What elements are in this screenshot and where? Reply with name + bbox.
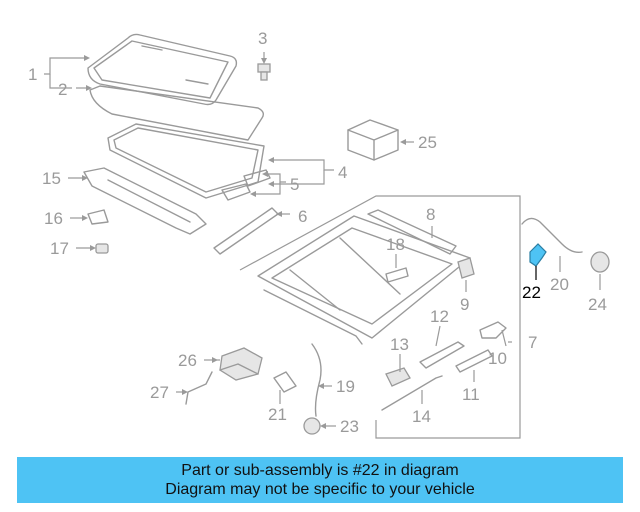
bracket-5a (243, 169, 271, 187)
label-15: 15 (42, 169, 61, 188)
banner-line-2: Diagram may not be specific to your vehi… (165, 481, 475, 498)
label-9: 9 (460, 295, 469, 314)
label-6: 6 (298, 207, 307, 226)
label-17: 17 (50, 239, 69, 258)
sunroof-motor (347, 119, 399, 161)
bolt (257, 63, 271, 81)
bracket-5b (221, 183, 251, 201)
label-18: 18 (386, 235, 405, 254)
grommet-23 (303, 417, 321, 435)
label-27: 27 (150, 383, 169, 402)
part-18 (385, 267, 409, 283)
label-13: 13 (390, 335, 409, 354)
bracket-9 (457, 257, 475, 279)
hose-19 (311, 343, 322, 417)
banner-line-1: Part or sub-assembly is #22 in diagram (181, 462, 459, 479)
label-22: 22 (522, 283, 541, 302)
label-5: 5 (290, 175, 299, 194)
cable-12 (419, 341, 465, 369)
cable-14 (381, 375, 443, 411)
parts-diagram: 1 2 3 4 5 6 7 8 9 10 11 12 13 14 15 16 1… (28, 29, 610, 439)
arrowheads (82, 55, 406, 429)
part-13 (385, 367, 411, 387)
glass-seal (89, 85, 265, 141)
plug (95, 243, 109, 254)
clip-22 (529, 243, 547, 267)
label-2: 2 (58, 80, 67, 99)
label-8: 8 (426, 205, 435, 224)
side-rail (213, 207, 279, 255)
label-1: 1 (28, 65, 37, 84)
label-14: 14 (412, 407, 431, 426)
label-11: 11 (462, 385, 480, 404)
hose-27 (185, 371, 213, 405)
label-16: 16 (44, 209, 63, 228)
drain-hose-20 (521, 217, 583, 254)
sunroof-glass (87, 33, 238, 106)
label-23: 23 (340, 417, 359, 436)
label-7: 7 (528, 333, 537, 352)
housing-outline (239, 195, 521, 439)
sunroof-housing (257, 215, 471, 345)
actuator-10 (479, 321, 507, 339)
clamp-21 (273, 371, 297, 393)
info-banner: Part or sub-assembly is #22 in diagram D… (17, 457, 623, 503)
trim-clip (87, 209, 109, 225)
label-26: 26 (178, 351, 197, 370)
label-21: 21 (268, 405, 287, 424)
module-26 (219, 347, 263, 381)
label-10: 10 (488, 349, 507, 368)
label-3: 3 (258, 29, 267, 48)
label-25: 25 (418, 133, 437, 152)
leader-lines (44, 52, 601, 427)
guide-rail (367, 209, 457, 255)
wind-deflector (83, 167, 207, 235)
grommet-24 (590, 251, 610, 273)
label-4: 4 (338, 163, 347, 182)
glass-frame (107, 123, 265, 199)
label-19: 19 (336, 377, 355, 396)
label-24: 24 (588, 295, 607, 314)
label-20: 20 (550, 275, 569, 294)
part-11 (455, 349, 493, 373)
callout-labels: 1 2 3 4 5 6 7 8 9 10 11 12 13 14 15 16 1… (28, 29, 607, 436)
label-12: 12 (430, 307, 449, 326)
